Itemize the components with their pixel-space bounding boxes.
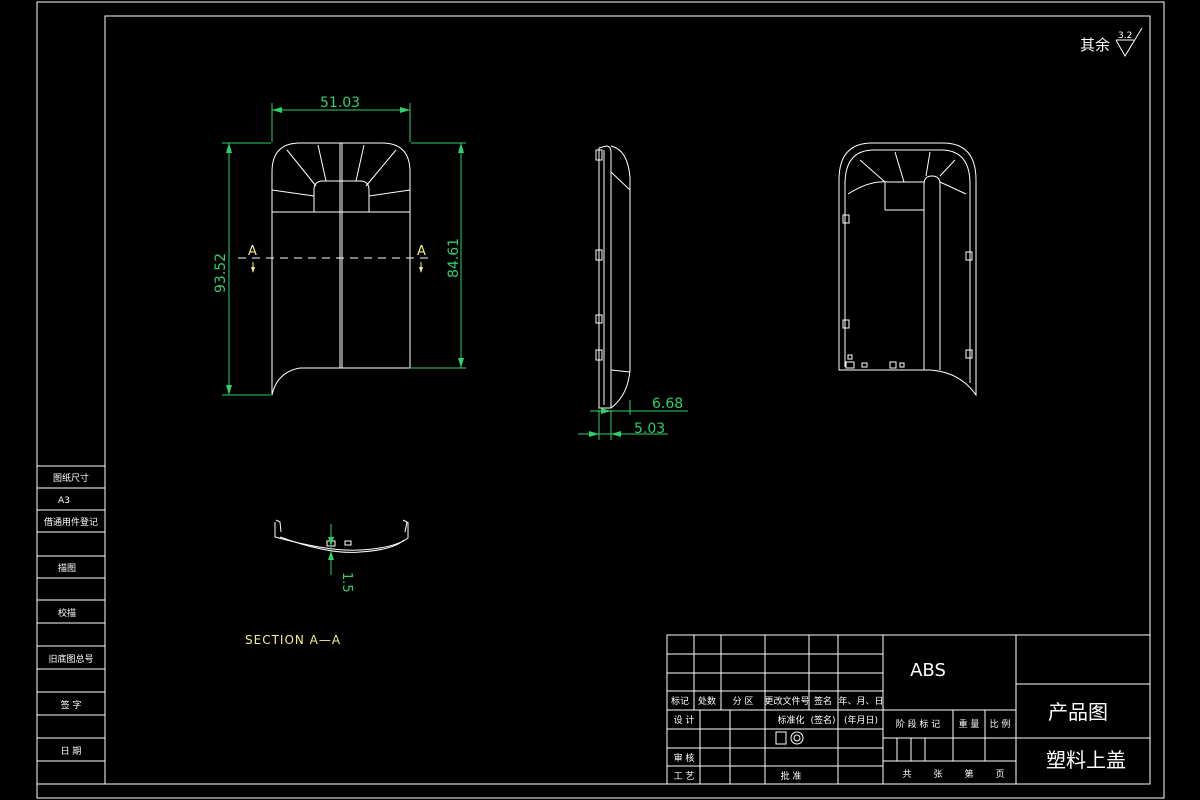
left-row-2: 借通用件登记 bbox=[44, 516, 98, 528]
surface-finish-symbol: 其余 3.2 bbox=[1080, 27, 1143, 57]
tb-header-5: 年、月、日 bbox=[838, 695, 883, 707]
outer-border bbox=[36, 1, 1165, 799]
tb-header-2: 分 区 bbox=[733, 696, 754, 707]
section-title: SECTION A—A bbox=[245, 633, 341, 647]
left-row-6: 校描 bbox=[58, 607, 76, 619]
drawing-type-text: 产品图 bbox=[1048, 700, 1108, 724]
section-marker-right: A bbox=[417, 244, 426, 259]
dimension-thickness bbox=[578, 400, 688, 440]
left-row-1: A3 bbox=[58, 496, 70, 506]
dimension-wall-text: 1.5 bbox=[339, 572, 354, 593]
side-view bbox=[595, 145, 631, 409]
tb-header-1: 处数 bbox=[698, 695, 716, 707]
surface-finish-label: 其余 bbox=[1080, 36, 1110, 54]
left-row-4: 描图 bbox=[58, 562, 76, 574]
tb-approve-label: 批 准 bbox=[781, 770, 802, 782]
tb-header-0: 标记 bbox=[671, 695, 689, 707]
rear-view bbox=[838, 142, 977, 397]
tb-scale-header: 比 例 bbox=[990, 718, 1011, 730]
material-text: ABS bbox=[910, 660, 946, 681]
title-block-text: 标记 处数 分 区 更改文件号 签名 年、月、日 设 计 标准化 (签名) (年… bbox=[671, 660, 1126, 782]
tb-sign-label: (签名) bbox=[810, 714, 835, 726]
dimension-height-overall bbox=[222, 142, 271, 396]
surface-finish-value: 3.2 bbox=[1118, 31, 1132, 41]
dimension-thickness-b-text: 5.03 bbox=[634, 421, 665, 437]
dimension-height-body bbox=[411, 142, 466, 369]
inner-border bbox=[104, 15, 1151, 785]
section-marker-left: A bbox=[248, 244, 257, 259]
tb-page-label: 页 bbox=[995, 769, 1004, 780]
tb-sheet-total-label: 共 bbox=[902, 769, 911, 780]
tb-stage-header: 阶 段 标 记 bbox=[896, 718, 941, 730]
title-block bbox=[666, 634, 1151, 785]
tb-weight-header: 重 量 bbox=[959, 718, 980, 730]
part-name-text: 塑料上盖 bbox=[1046, 748, 1126, 772]
left-row-12: 日 期 bbox=[61, 746, 82, 757]
tb-design-label: 设 计 bbox=[674, 714, 695, 726]
left-row-8: 旧底图总号 bbox=[48, 653, 93, 665]
dimension-height-overall-text: 93.52 bbox=[213, 253, 229, 293]
dimension-thickness-a-text: 6.68 bbox=[652, 396, 683, 412]
tb-process-label: 工 艺 bbox=[674, 771, 695, 782]
left-info-column bbox=[36, 465, 106, 785]
dimension-wall bbox=[328, 524, 334, 575]
section-view bbox=[274, 519, 409, 553]
dimension-width-text: 51.03 bbox=[320, 95, 360, 111]
left-row-10: 签 字 bbox=[61, 699, 82, 711]
tb-header-3: 更改文件号 bbox=[764, 695, 809, 707]
tb-date-label: (年月日) bbox=[844, 714, 878, 726]
tb-review-label: 审 核 bbox=[674, 752, 695, 764]
tb-standard-label: 标准化 bbox=[777, 714, 804, 726]
front-view bbox=[271, 142, 411, 396]
left-row-0: 图纸尺寸 bbox=[53, 472, 89, 484]
dimension-width bbox=[271, 103, 411, 142]
tb-sheet-no-label: 第 bbox=[964, 768, 973, 780]
left-info-labels: 图纸尺寸 A3 借通用件登记 描图 校描 旧底图总号 签 字 日 期 bbox=[44, 472, 98, 757]
section-line: A A bbox=[238, 244, 430, 273]
tb-sheet-unit-label: 张 bbox=[933, 769, 942, 780]
tb-header-4: 签名 bbox=[814, 695, 832, 707]
dimension-height-body-text: 84.61 bbox=[446, 238, 462, 278]
